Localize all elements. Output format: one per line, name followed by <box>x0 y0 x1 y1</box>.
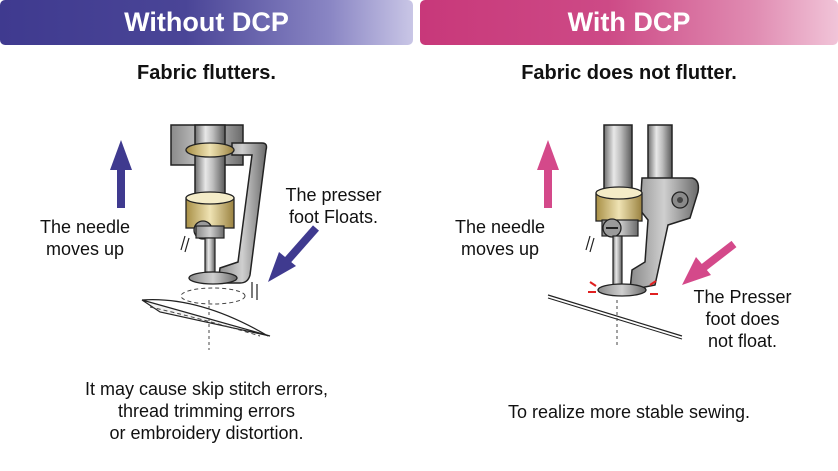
arrow-up-right-icon <box>537 140 559 208</box>
left-machine-illustration <box>141 124 271 350</box>
label-line: moves up <box>45 239 125 259</box>
note-without-dcp: It may cause skip stitch errors, thread … <box>0 378 413 444</box>
header-with-dcp-text: With DCP <box>567 7 691 37</box>
note-line: thread trimming errors <box>117 401 296 421</box>
arrow-up-left-icon <box>110 140 132 208</box>
label-line: The Presser <box>693 287 792 307</box>
needle-moves-up-label-left: The needle moves up <box>30 216 140 260</box>
note-line: To realize more stable sewing. <box>507 402 751 422</box>
needle-moves-up-label-right: The needle moves up <box>445 216 555 260</box>
arrow-diagonal-left-icon <box>268 225 319 282</box>
note-line: It may cause skip stitch errors, <box>84 379 329 399</box>
presser-foot-does-not-float-label: The Presser foot does not float. <box>680 286 805 352</box>
label-line: not float. <box>707 331 778 351</box>
label-line: foot Floats. <box>288 207 379 227</box>
label-line: The needle <box>39 217 131 237</box>
label-line: The presser <box>285 185 382 205</box>
note-with-dcp: To realize more stable sewing. <box>420 401 838 423</box>
label-line: The needle <box>454 217 546 237</box>
label-line: moves up <box>460 239 540 259</box>
note-line: or embroidery distortion. <box>109 423 304 443</box>
subtitle-fabric-flutters: Fabric flutters. <box>137 62 276 84</box>
presser-foot-floats-label: The presser foot Floats. <box>266 184 401 228</box>
header-without-dcp: Without DCP <box>0 0 413 45</box>
header-without-dcp-text: Without DCP <box>124 7 289 37</box>
header-with-dcp: With DCP <box>420 0 838 45</box>
arrow-diagonal-right-icon <box>682 240 737 285</box>
label-line: foot does <box>705 309 780 329</box>
right-machine-illustration <box>547 124 700 348</box>
subtitle-fabric-does-not-flutter: Fabric does not flutter. <box>521 62 737 84</box>
